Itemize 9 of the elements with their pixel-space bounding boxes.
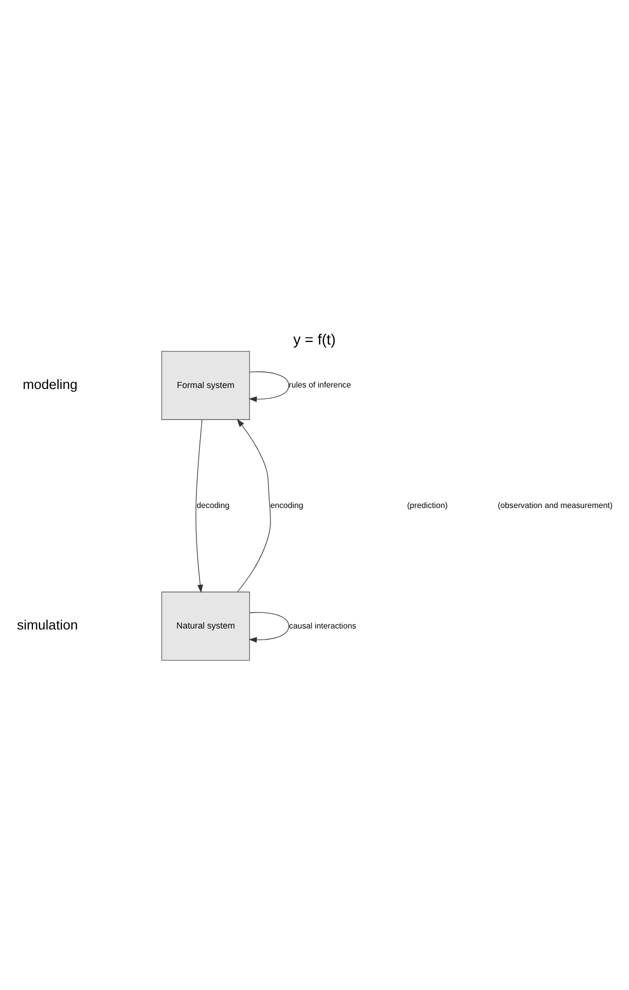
diagram-title: y = f(t)	[293, 332, 336, 348]
label: modeling	[22, 376, 78, 392]
node-box: Natural system	[161, 592, 250, 661]
arrow	[196, 420, 204, 593]
node-box: Formal system	[161, 351, 250, 420]
arrow	[236, 418, 271, 592]
arrow	[248, 612, 290, 643]
label: simulation	[17, 618, 78, 633]
arrow	[248, 371, 290, 402]
